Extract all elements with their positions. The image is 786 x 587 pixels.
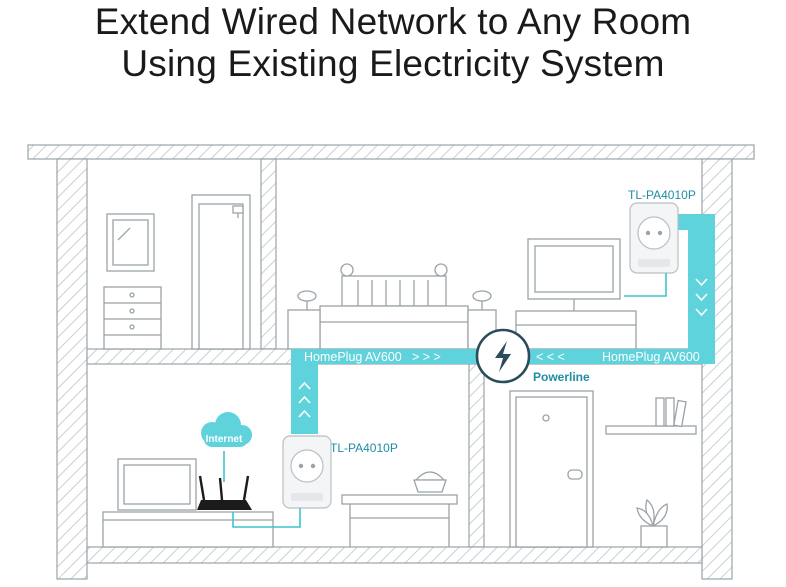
internet-label: Internet	[206, 434, 243, 445]
tv-upstairs	[527, 238, 621, 311]
tv-cabinet-downstairs	[102, 511, 274, 548]
downstream-chevrons	[695, 278, 708, 317]
right-flow-label: HomePlug AV600	[602, 350, 700, 364]
side-table	[341, 471, 458, 547]
shower-door	[191, 194, 251, 350]
adapter-top	[629, 202, 679, 274]
upstream-chevrons	[298, 381, 311, 418]
roof-slab	[27, 144, 755, 160]
left-flow-arrows: > > >	[412, 350, 441, 364]
left-wall	[56, 158, 88, 580]
door	[509, 390, 594, 548]
ground-floor	[86, 546, 703, 564]
right-flow-arrows: < < <	[536, 350, 565, 364]
powerline-label: Powerline	[533, 370, 590, 384]
tv-cabinet-upstairs	[515, 310, 637, 350]
router	[197, 475, 252, 510]
upper-interior-wall	[260, 158, 277, 350]
title-line-1: Extend Wired Network to Any Room	[94, 1, 692, 42]
lower-interior-wall	[468, 363, 485, 548]
cable-tv-up	[624, 273, 667, 297]
lightning-icon	[495, 341, 511, 372]
nightstand-left	[287, 290, 321, 350]
cloud-icon	[201, 412, 252, 447]
bathroom-cabinet	[103, 286, 162, 350]
left-flow-label: HomePlug AV600	[304, 350, 402, 364]
bookshelf	[605, 397, 697, 435]
adapter-top-label: TL-PA4010P	[628, 188, 696, 202]
cable-router	[232, 508, 301, 528]
adapter-bottom	[282, 435, 332, 509]
adapter-bottom-label: TL-PA4010P	[330, 441, 398, 455]
mirror	[106, 213, 155, 272]
plant	[636, 498, 668, 548]
title-line-2: Using Existing Electricity System	[121, 43, 665, 84]
tv-downstairs	[117, 458, 197, 511]
bed	[319, 263, 469, 350]
